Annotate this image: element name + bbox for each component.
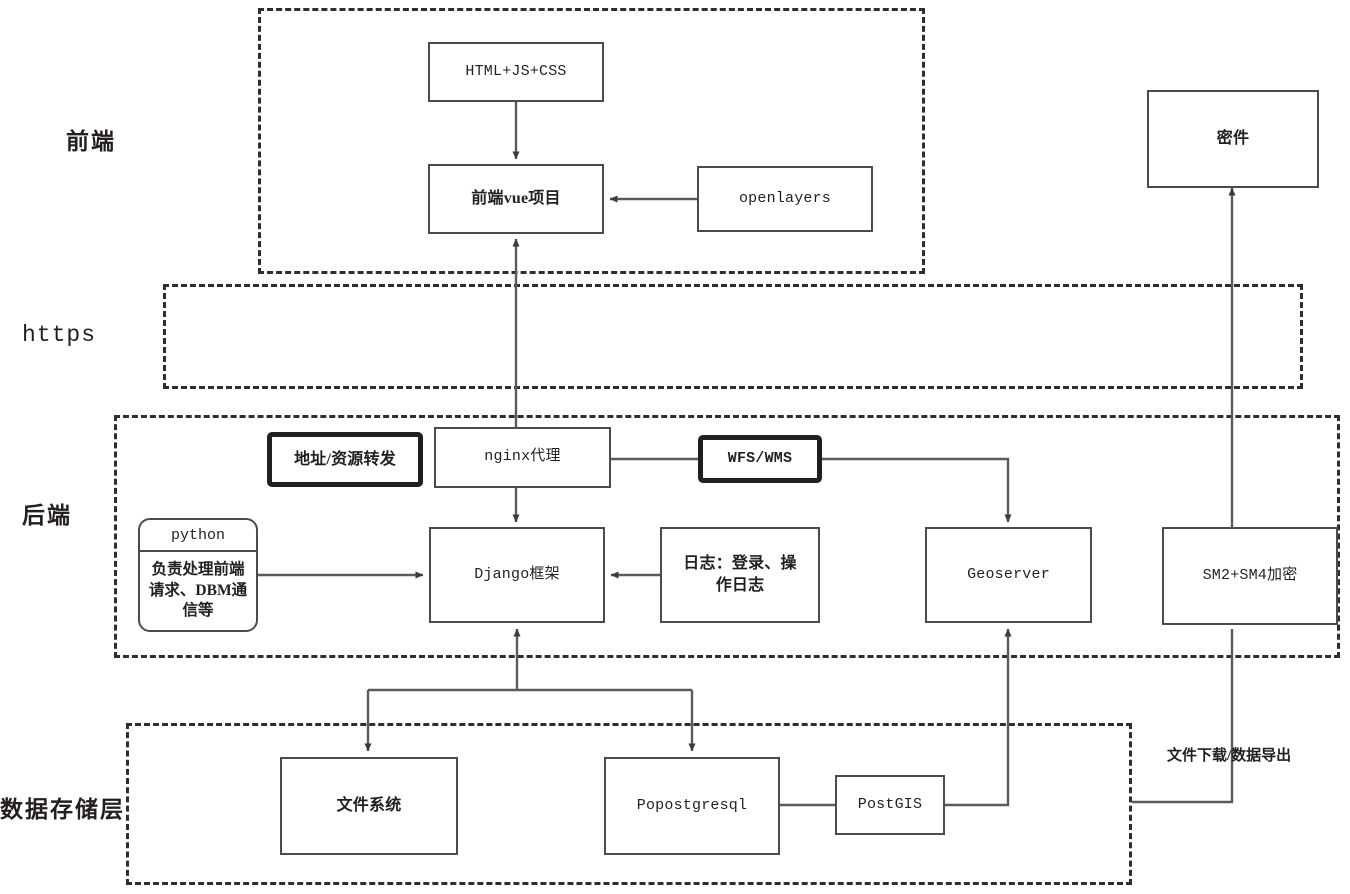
group-backend: [114, 415, 1340, 658]
node-secret-file[interactable]: 密件: [1147, 90, 1319, 188]
node-html-js-css[interactable]: HTML+JS+CSS: [428, 42, 604, 102]
node-python-card[interactable]: python 负责处理前端请求、DBM通信等: [138, 518, 258, 632]
python-card-body: 负责处理前端请求、DBM通信等: [148, 560, 248, 620]
node-vue-project[interactable]: 前端vue项目: [428, 164, 604, 234]
node-address-resource-forward[interactable]: 地址/资源转发: [267, 432, 423, 487]
group-https: [163, 284, 1303, 389]
node-postgis[interactable]: PostGIS: [835, 775, 945, 835]
group-data-storage: [126, 723, 1132, 885]
node-openlayers[interactable]: openlayers: [697, 166, 873, 232]
layer-label-frontend: 前端: [66, 129, 116, 154]
node-wfs-wms[interactable]: WFS/WMS: [698, 435, 822, 483]
layer-label-backend: 后端: [22, 503, 72, 528]
node-geoserver[interactable]: Geoserver: [925, 527, 1092, 623]
node-file-system[interactable]: 文件系统: [280, 757, 458, 855]
python-card-header: python: [140, 520, 256, 552]
node-popostgresql[interactable]: Popostgresql: [604, 757, 780, 855]
group-frontend: [258, 8, 925, 274]
node-log[interactable]: 日志：登录、操作日志: [660, 527, 820, 623]
layer-label-data-storage: 数据存储层: [0, 797, 125, 822]
layer-label-https: https: [22, 322, 97, 348]
node-nginx-proxy[interactable]: nginx代理: [434, 427, 611, 488]
edge-label-file-download: 文件下载/数据导出: [1167, 748, 1292, 764]
node-django[interactable]: Django框架: [429, 527, 605, 623]
node-sm2-sm4-encrypt[interactable]: SM2+SM4加密: [1162, 527, 1338, 625]
